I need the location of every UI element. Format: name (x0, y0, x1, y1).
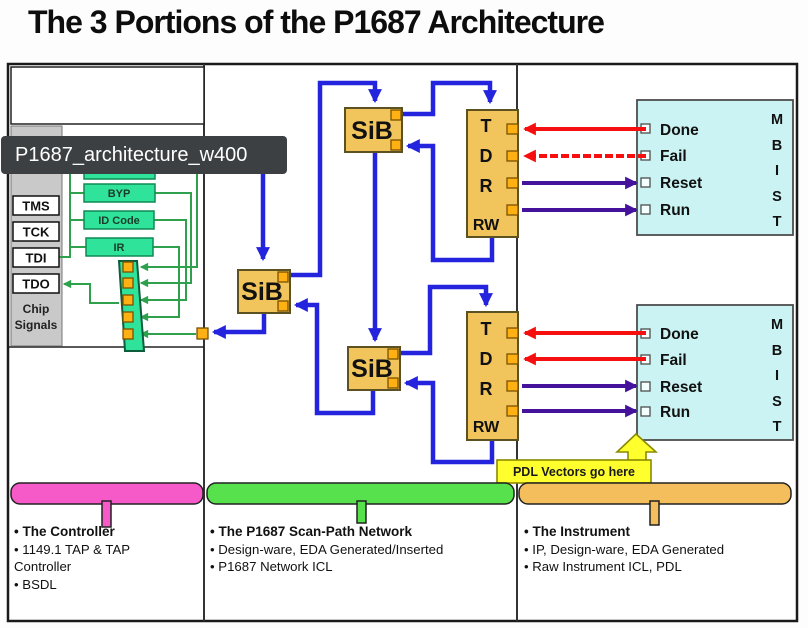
tck-box (12, 221, 60, 242)
idcode-register-box (83, 210, 155, 230)
svg-text:T: T (773, 214, 782, 230)
svg-text:Fail: Fail (660, 352, 687, 369)
ir-label: IR (114, 242, 125, 254)
tdr1-ports (506, 123, 519, 216)
tdr1: T D R RW (466, 109, 519, 238)
tap-top-box (10, 66, 205, 125)
wire-sib2-to-tap (211, 313, 267, 339)
controller-legend-heading: • The Controller (14, 524, 115, 539)
tdr2: T D R RW (466, 311, 519, 441)
tap-signal-boxes: TMS TCK TDI TDO Chip Signals (12, 195, 60, 332)
page-title: The 3 Portions of the P1687 Architecture (28, 4, 605, 40)
network-legend: • The P1687 Scan-Path Network • Design-w… (210, 523, 512, 576)
byp-register-box (83, 183, 156, 203)
sib3-label: SiB (351, 355, 393, 383)
sib-boxes: SiB SiB SiB (237, 107, 403, 391)
tdi-label: TDI (26, 251, 47, 266)
svg-text:S: S (772, 189, 782, 205)
mbist2-title: M B I S T (771, 317, 783, 435)
svg-text:T: T (481, 319, 492, 339)
sib2-label: SiB (241, 278, 283, 306)
svg-text:T: T (481, 116, 492, 136)
scanpath-return-port (196, 327, 209, 340)
ir-register-box (85, 237, 154, 257)
svg-text:T: T (773, 419, 782, 435)
svg-text:R: R (480, 379, 493, 399)
wire-sib3-to-sib2 (293, 298, 376, 416)
scan-path-wires (211, 80, 497, 465)
svg-text:D: D (480, 146, 493, 166)
svg-text:Run: Run (660, 202, 690, 219)
mbist1-title: M B I S T (771, 112, 783, 230)
svg-text:I: I (775, 368, 779, 384)
tdo-wire (62, 279, 119, 304)
mbist1: Done Fail Reset Run M B I S T (636, 99, 794, 236)
wire-sib1-to-tdr1 (397, 80, 497, 117)
svg-text:S: S (772, 394, 782, 410)
instrument-legend: • The Instrument • IP, Design-ware, EDA … (524, 523, 790, 576)
pdl-note-label: PDL Vectors go here (513, 465, 635, 479)
svg-text:M: M (771, 112, 783, 128)
image-filename-tooltip: P1687_architecture_w400 (1, 136, 287, 174)
tck-label: TCK (23, 225, 50, 240)
wire-tdr2-to-sib3 (403, 376, 495, 465)
svg-text:Fail: Fail (660, 148, 687, 165)
svg-text:B: B (772, 138, 782, 154)
tdr2-ports (506, 327, 519, 417)
tms-box (12, 195, 60, 216)
svg-text:Reset: Reset (660, 379, 702, 396)
byp-label: BYP (108, 188, 131, 200)
mbist1-box (636, 99, 794, 236)
svg-text:Reset: Reset (660, 175, 702, 192)
svg-text:RW: RW (473, 217, 500, 234)
svg-text:RW: RW (473, 419, 500, 436)
svg-text:Run: Run (660, 404, 690, 421)
section-braces (10, 482, 792, 528)
svg-text:R: R (480, 176, 493, 196)
chip-signals-label-1: Chip (23, 302, 50, 316)
svg-text:M: M (771, 317, 783, 333)
mbist2-arrows (522, 326, 646, 418)
svg-text:I: I (775, 163, 779, 179)
svg-text:Done: Done (660, 122, 699, 139)
mbist2-box (636, 304, 794, 441)
wire-sib2-to-sib1 (285, 80, 382, 278)
chip-signals-label-2: Signals (15, 318, 58, 332)
network-legend-heading: • The P1687 Scan-Path Network (210, 524, 413, 539)
tdo-label: TDO (22, 277, 49, 292)
wire-tdr1-to-sib1 (405, 139, 495, 263)
tdi-bus-wire (59, 168, 71, 258)
sib1-label: SiB (351, 117, 393, 145)
controller-legend: • The Controller • 1149.1 TAP & TAP Cont… (14, 523, 200, 593)
svg-text:B: B (772, 343, 782, 359)
svg-text:Done: Done (660, 326, 699, 343)
mbist2: Done Fail Reset Run M B I S T (636, 304, 794, 441)
mux-input-ports (122, 261, 134, 340)
tdi-box (12, 247, 60, 268)
instrument-legend-heading: • The Instrument (524, 524, 630, 539)
tms-label: TMS (22, 199, 50, 214)
wire-sib3-to-tdr2 (395, 284, 493, 356)
tdo-box (12, 273, 60, 294)
svg-text:D: D (480, 349, 493, 369)
idcode-label: ID Code (98, 215, 140, 227)
mbist1-arrows (522, 122, 646, 217)
